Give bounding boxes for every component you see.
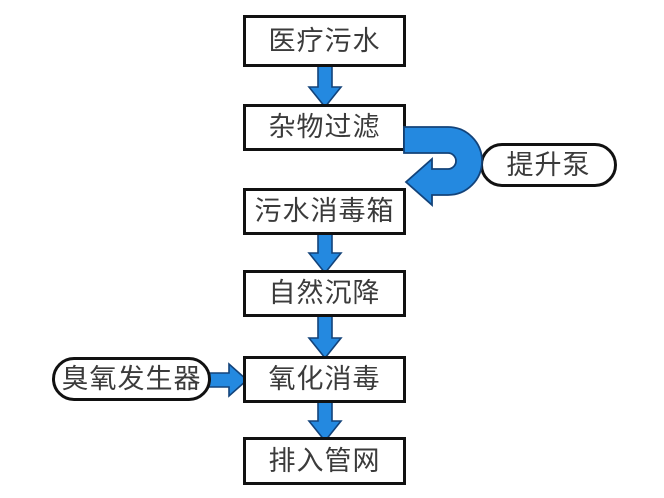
arrow-filter-to-disinfection-tank — [403, 126, 483, 207]
arrow-oxidation-to-discharge — [307, 399, 343, 443]
arrow-settling-to-oxidation — [307, 313, 343, 360]
node-medical-wastewater[interactable]: 医疗污水 — [243, 15, 406, 67]
node-discharge-to-pipe-network-label: 排入管网 — [268, 445, 381, 477]
arrow-wastewater-to-filter — [307, 62, 343, 109]
node-debris-filter[interactable]: 杂物过滤 — [243, 104, 406, 151]
arrow-tank-to-settling — [307, 231, 343, 275]
arrow-ozone-to-oxidation — [207, 362, 249, 398]
node-ozone-generator-label: 臭氧发生器 — [61, 363, 202, 395]
node-debris-filter-label: 杂物过滤 — [268, 112, 381, 143]
node-medical-wastewater-label: 医疗污水 — [268, 25, 381, 57]
node-sewage-disinfection-tank[interactable]: 污水消毒箱 — [243, 188, 406, 235]
node-oxidative-disinfection-label: 氧化消毒 — [268, 364, 381, 395]
node-natural-settling-label: 自然沉降 — [268, 278, 381, 309]
node-natural-settling[interactable]: 自然沉降 — [243, 270, 406, 317]
node-discharge-to-pipe-network[interactable]: 排入管网 — [243, 437, 406, 485]
node-oxidative-disinfection[interactable]: 氧化消毒 — [243, 356, 406, 403]
node-sewage-disinfection-tank-label: 污水消毒箱 — [254, 196, 395, 227]
node-lift-pump[interactable]: 提升泵 — [480, 143, 617, 187]
node-lift-pump-label: 提升泵 — [506, 149, 591, 181]
node-ozone-generator[interactable]: 臭氧发生器 — [52, 357, 211, 401]
